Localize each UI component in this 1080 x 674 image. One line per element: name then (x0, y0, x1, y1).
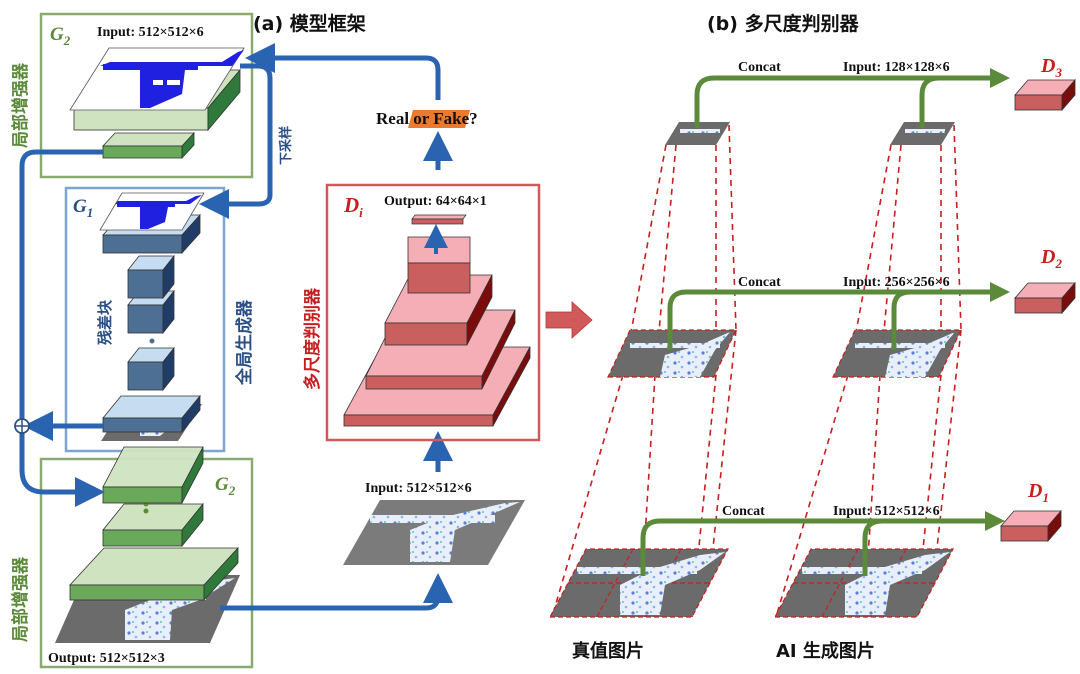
residual-block-label: 残差块 (96, 299, 114, 345)
arrow-sum-to-g2-bottom (19, 432, 105, 507)
g1-layer-residual-3 (127, 346, 175, 392)
input-label-128: Input: 128×128×6 (843, 60, 950, 75)
g2-bottom-layer-2 (102, 502, 204, 548)
input-label-256: Input: 256×256×6 (843, 275, 950, 290)
downsample-label: 下采样 (278, 126, 294, 165)
real-image-128 (665, 122, 730, 145)
di-output-label: Output: 64×64×1 (384, 194, 487, 209)
local-enhancer-bottom: G2 局部增强器 Output: 512×512×3 (10, 446, 254, 669)
discriminator-frame (325, 183, 541, 442)
global-generator-side-label: 全局生成器 (234, 299, 255, 386)
g2-top-label: G2 (50, 24, 71, 48)
ai-image-128 (890, 122, 955, 145)
concat-arrow-512 (640, 511, 1005, 576)
scale-128: Concat Input: 128×128×6 D3 (665, 55, 1076, 145)
arrow-output-to-discriminator (220, 573, 453, 611)
g1-input-image (99, 192, 205, 231)
discriminator-input: Input: 512×512×6 (343, 481, 525, 565)
sum-node (14, 418, 30, 434)
di-input-heat-1 (370, 515, 495, 523)
arrow-g2-to-sum (19, 149, 103, 420)
concat-label-512: Concat (722, 504, 765, 519)
g2-top-input-image (69, 47, 245, 111)
g1-label: G1 (73, 196, 93, 220)
local-enhancer-top: G2 Input: 512×512×6 局部增强器 (10, 12, 254, 179)
g2-bottom-output-label: Output: 512×512×3 (48, 651, 165, 666)
input-label-512: Input: 512×512×6 (833, 504, 940, 519)
di-input-heat-2 (410, 502, 520, 562)
concat-arrow-128 (694, 68, 1010, 128)
arrow-from-decision-to-g2-input (245, 43, 441, 100)
real-image-caption: 真值图片 (572, 640, 644, 662)
local-enhancer-top-side-label: 局部增强器 (10, 62, 31, 148)
panel-b: (b) 多尺度判别器 Co (549, 12, 1076, 662)
d1-block (1000, 509, 1062, 543)
arrow-downsample (199, 63, 273, 219)
concat-branch-256 (891, 289, 911, 350)
red-right-arrow (545, 301, 593, 339)
g1-layer-residual-1 (127, 254, 175, 300)
g2-bottom-layer-1 (69, 546, 239, 602)
ai-image-caption: AI 生成图片 (776, 640, 875, 662)
concat-label-128: Concat (738, 60, 781, 75)
di-label: Di (343, 193, 363, 220)
g1-layer-bottom (102, 394, 201, 434)
di-layer-2 (407, 236, 471, 294)
d1-label: D1 (1027, 480, 1049, 505)
generator-flow-arrows (19, 43, 453, 611)
concat-arrow-256 (667, 282, 1010, 350)
scale-256: Concat Input: 256×256×6 D2 (607, 246, 1076, 378)
panel-a: (a) 模型框架 G2 Input: 512×512×6 局部增强器 (10, 12, 593, 669)
panel-a-title: (a) 模型框架 (253, 12, 366, 35)
d2-label: D2 (1040, 246, 1062, 271)
g2-top-layer-2 (102, 131, 195, 160)
local-enhancer-top-frame (39, 12, 254, 179)
concat-branch-512 (862, 518, 883, 576)
decision-label: Real or Fake? (376, 109, 478, 128)
panel-b-title: (b) 多尺度判别器 (707, 12, 860, 35)
g2-top-input-label: Input: 512×512×6 (97, 25, 204, 40)
g2-bottom-layer-3 (102, 446, 204, 504)
discriminator-side-label: 多尺度判别器 (302, 287, 323, 390)
panel-transition-arrow (545, 301, 593, 339)
g2-bottom-label: G2 (215, 474, 236, 498)
decision-marker (408, 110, 470, 128)
global-generator: G1 全局生成器 残差块 (64, 186, 255, 453)
di-input-label: Input: 512×512×6 (365, 481, 472, 496)
concat-branch-128 (919, 75, 940, 128)
d3-block (1014, 78, 1076, 112)
residual-connector-dot (149, 338, 155, 344)
discriminator-di: Di Output: 64×64×1 多尺度判别器 (302, 183, 541, 442)
local-enhancer-bottom-side-label: 局部增强器 (10, 556, 31, 642)
d2-block (1014, 281, 1076, 315)
decision: Real or Fake? (376, 109, 478, 128)
concat-label-256: Concat (738, 275, 781, 290)
d3-label: D3 (1040, 55, 1062, 80)
g2-connector-dot-2 (143, 508, 149, 514)
scale-512: Concat Input: 512×512×6 D1 (549, 480, 1062, 618)
di-output-layer (411, 214, 467, 225)
